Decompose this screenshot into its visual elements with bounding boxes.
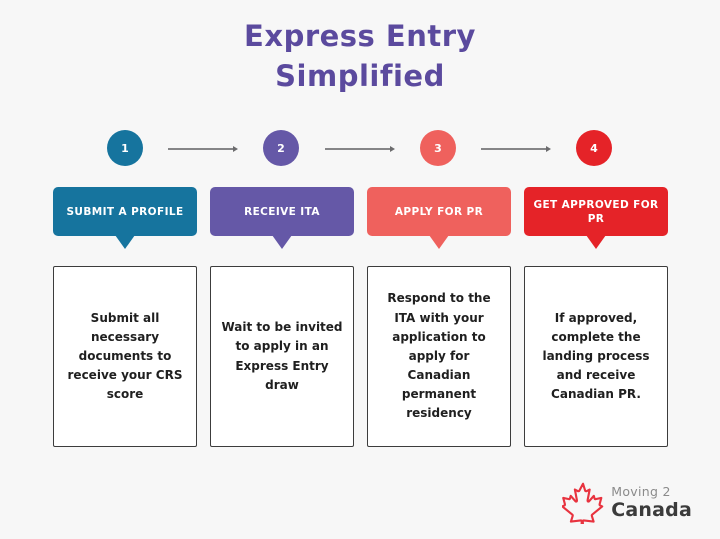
banner-tail — [429, 235, 449, 249]
description-text: If approved, complete the landing proces… — [542, 310, 650, 402]
step-number-row: 1 2 3 4 — [53, 130, 668, 168]
page-title-line2: Simplified — [275, 59, 445, 93]
description-text: Submit all necessary documents to receiv… — [67, 310, 183, 402]
banner-label: RECEIVE ITA — [244, 205, 320, 218]
description-row: Submit all necessary documents to receiv… — [53, 266, 668, 447]
arrow-line — [325, 147, 390, 150]
banner-row: SUBMIT A PROFILE RECEIVE ITA APPLY FOR P… — [53, 187, 668, 249]
banner-apply-for-pr: APPLY FOR PR — [367, 187, 511, 249]
page-title: Express Entry Simplified — [0, 16, 720, 96]
step-2-number: 2 — [277, 141, 285, 155]
banner-submit-a-profile: SUBMIT A PROFILE — [53, 187, 197, 249]
moving2canada-logo: Moving 2 Canada — [562, 482, 692, 524]
arrow-line — [481, 147, 546, 150]
step-4-circle: 4 — [576, 130, 612, 166]
description-box-4: If approved, complete the landing proces… — [524, 266, 668, 447]
description-box-3: Respond to the ITA with your application… — [367, 266, 511, 447]
arrow-head — [390, 145, 395, 152]
page-title-line1: Express Entry — [244, 19, 476, 53]
arrow-right-icon — [481, 145, 551, 152]
step-1-circle: 1 — [107, 130, 143, 166]
banner-tail — [272, 235, 292, 249]
maple-leaf-icon — [562, 482, 604, 524]
arrow-head — [546, 145, 551, 152]
banner-label: GET APPROVED FOR PR — [533, 198, 659, 225]
banner-receive-ita: RECEIVE ITA — [210, 187, 354, 249]
logo-text: Moving 2 Canada — [611, 486, 692, 520]
step-2-circle: 2 — [263, 130, 299, 166]
banner-tail — [115, 235, 135, 249]
description-box-2: Wait to be invited to apply in an Expres… — [210, 266, 354, 447]
arrow-right-icon — [168, 145, 238, 152]
description-text: Respond to the ITA with your application… — [387, 291, 491, 421]
arrow-head — [233, 145, 238, 152]
logo-name-text: Canada — [611, 498, 692, 521]
step-4-number: 4 — [590, 141, 598, 155]
description-box-1: Submit all necessary documents to receiv… — [53, 266, 197, 447]
arrow-line — [168, 147, 233, 150]
step-3-number: 3 — [434, 141, 442, 155]
logo-top-text: Moving 2 — [611, 484, 671, 500]
step-1-number: 1 — [121, 141, 129, 155]
banner-get-approved-for-pr: GET APPROVED FOR PR — [524, 187, 668, 249]
description-text: Wait to be invited to apply in an Expres… — [221, 320, 343, 392]
step-3-circle: 3 — [420, 130, 456, 166]
banner-label: APPLY FOR PR — [394, 205, 484, 218]
arrow-right-icon — [325, 145, 395, 152]
banner-tail — [586, 235, 606, 249]
banner-label: SUBMIT A PROFILE — [66, 205, 184, 218]
